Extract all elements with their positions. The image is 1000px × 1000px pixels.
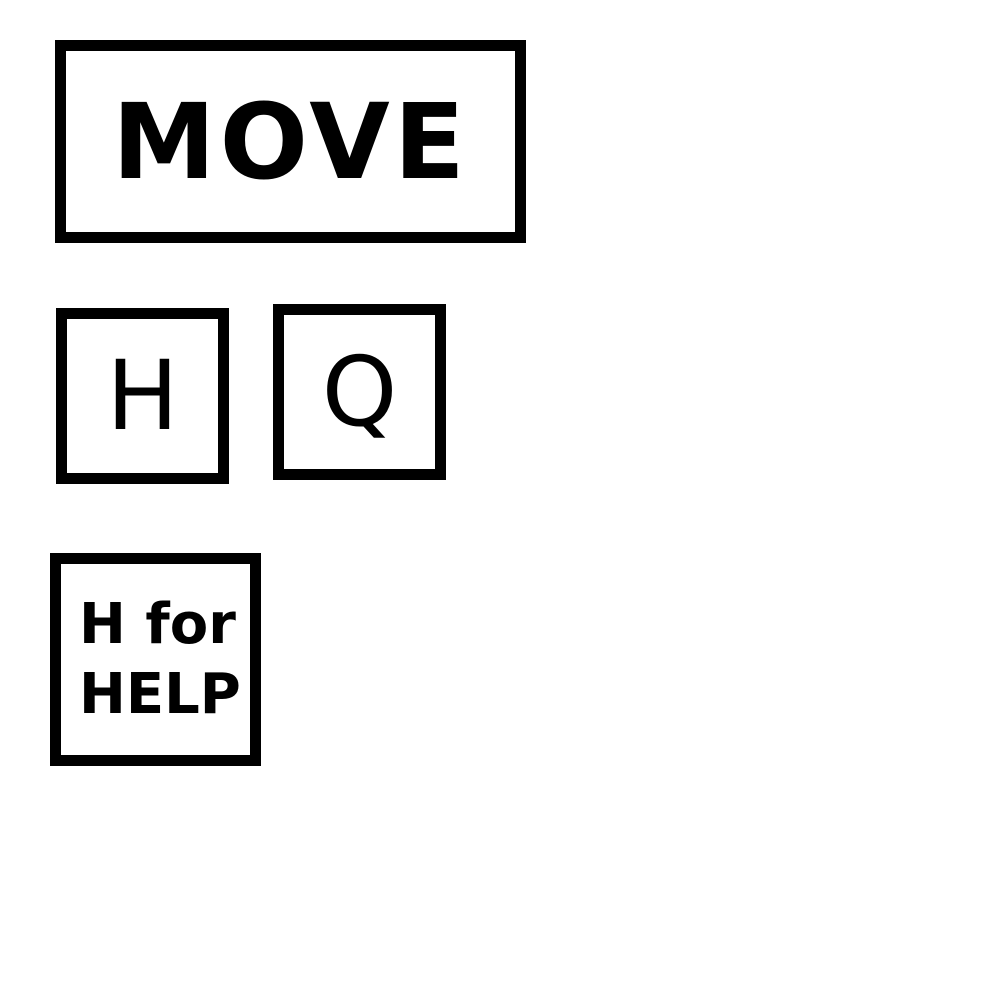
- move-button-label: MOVE: [112, 80, 469, 203]
- h-key-label: H: [106, 340, 179, 452]
- q-key-label: Q: [321, 336, 398, 448]
- h-key-button[interactable]: H: [56, 308, 229, 484]
- move-button[interactable]: MOVE: [55, 40, 526, 243]
- help-hint-panel: H for HELP: [50, 553, 261, 766]
- q-key-button[interactable]: Q: [273, 304, 446, 480]
- help-hint-line-2: HELP: [79, 661, 241, 727]
- help-hint-line-1: H for: [79, 591, 236, 657]
